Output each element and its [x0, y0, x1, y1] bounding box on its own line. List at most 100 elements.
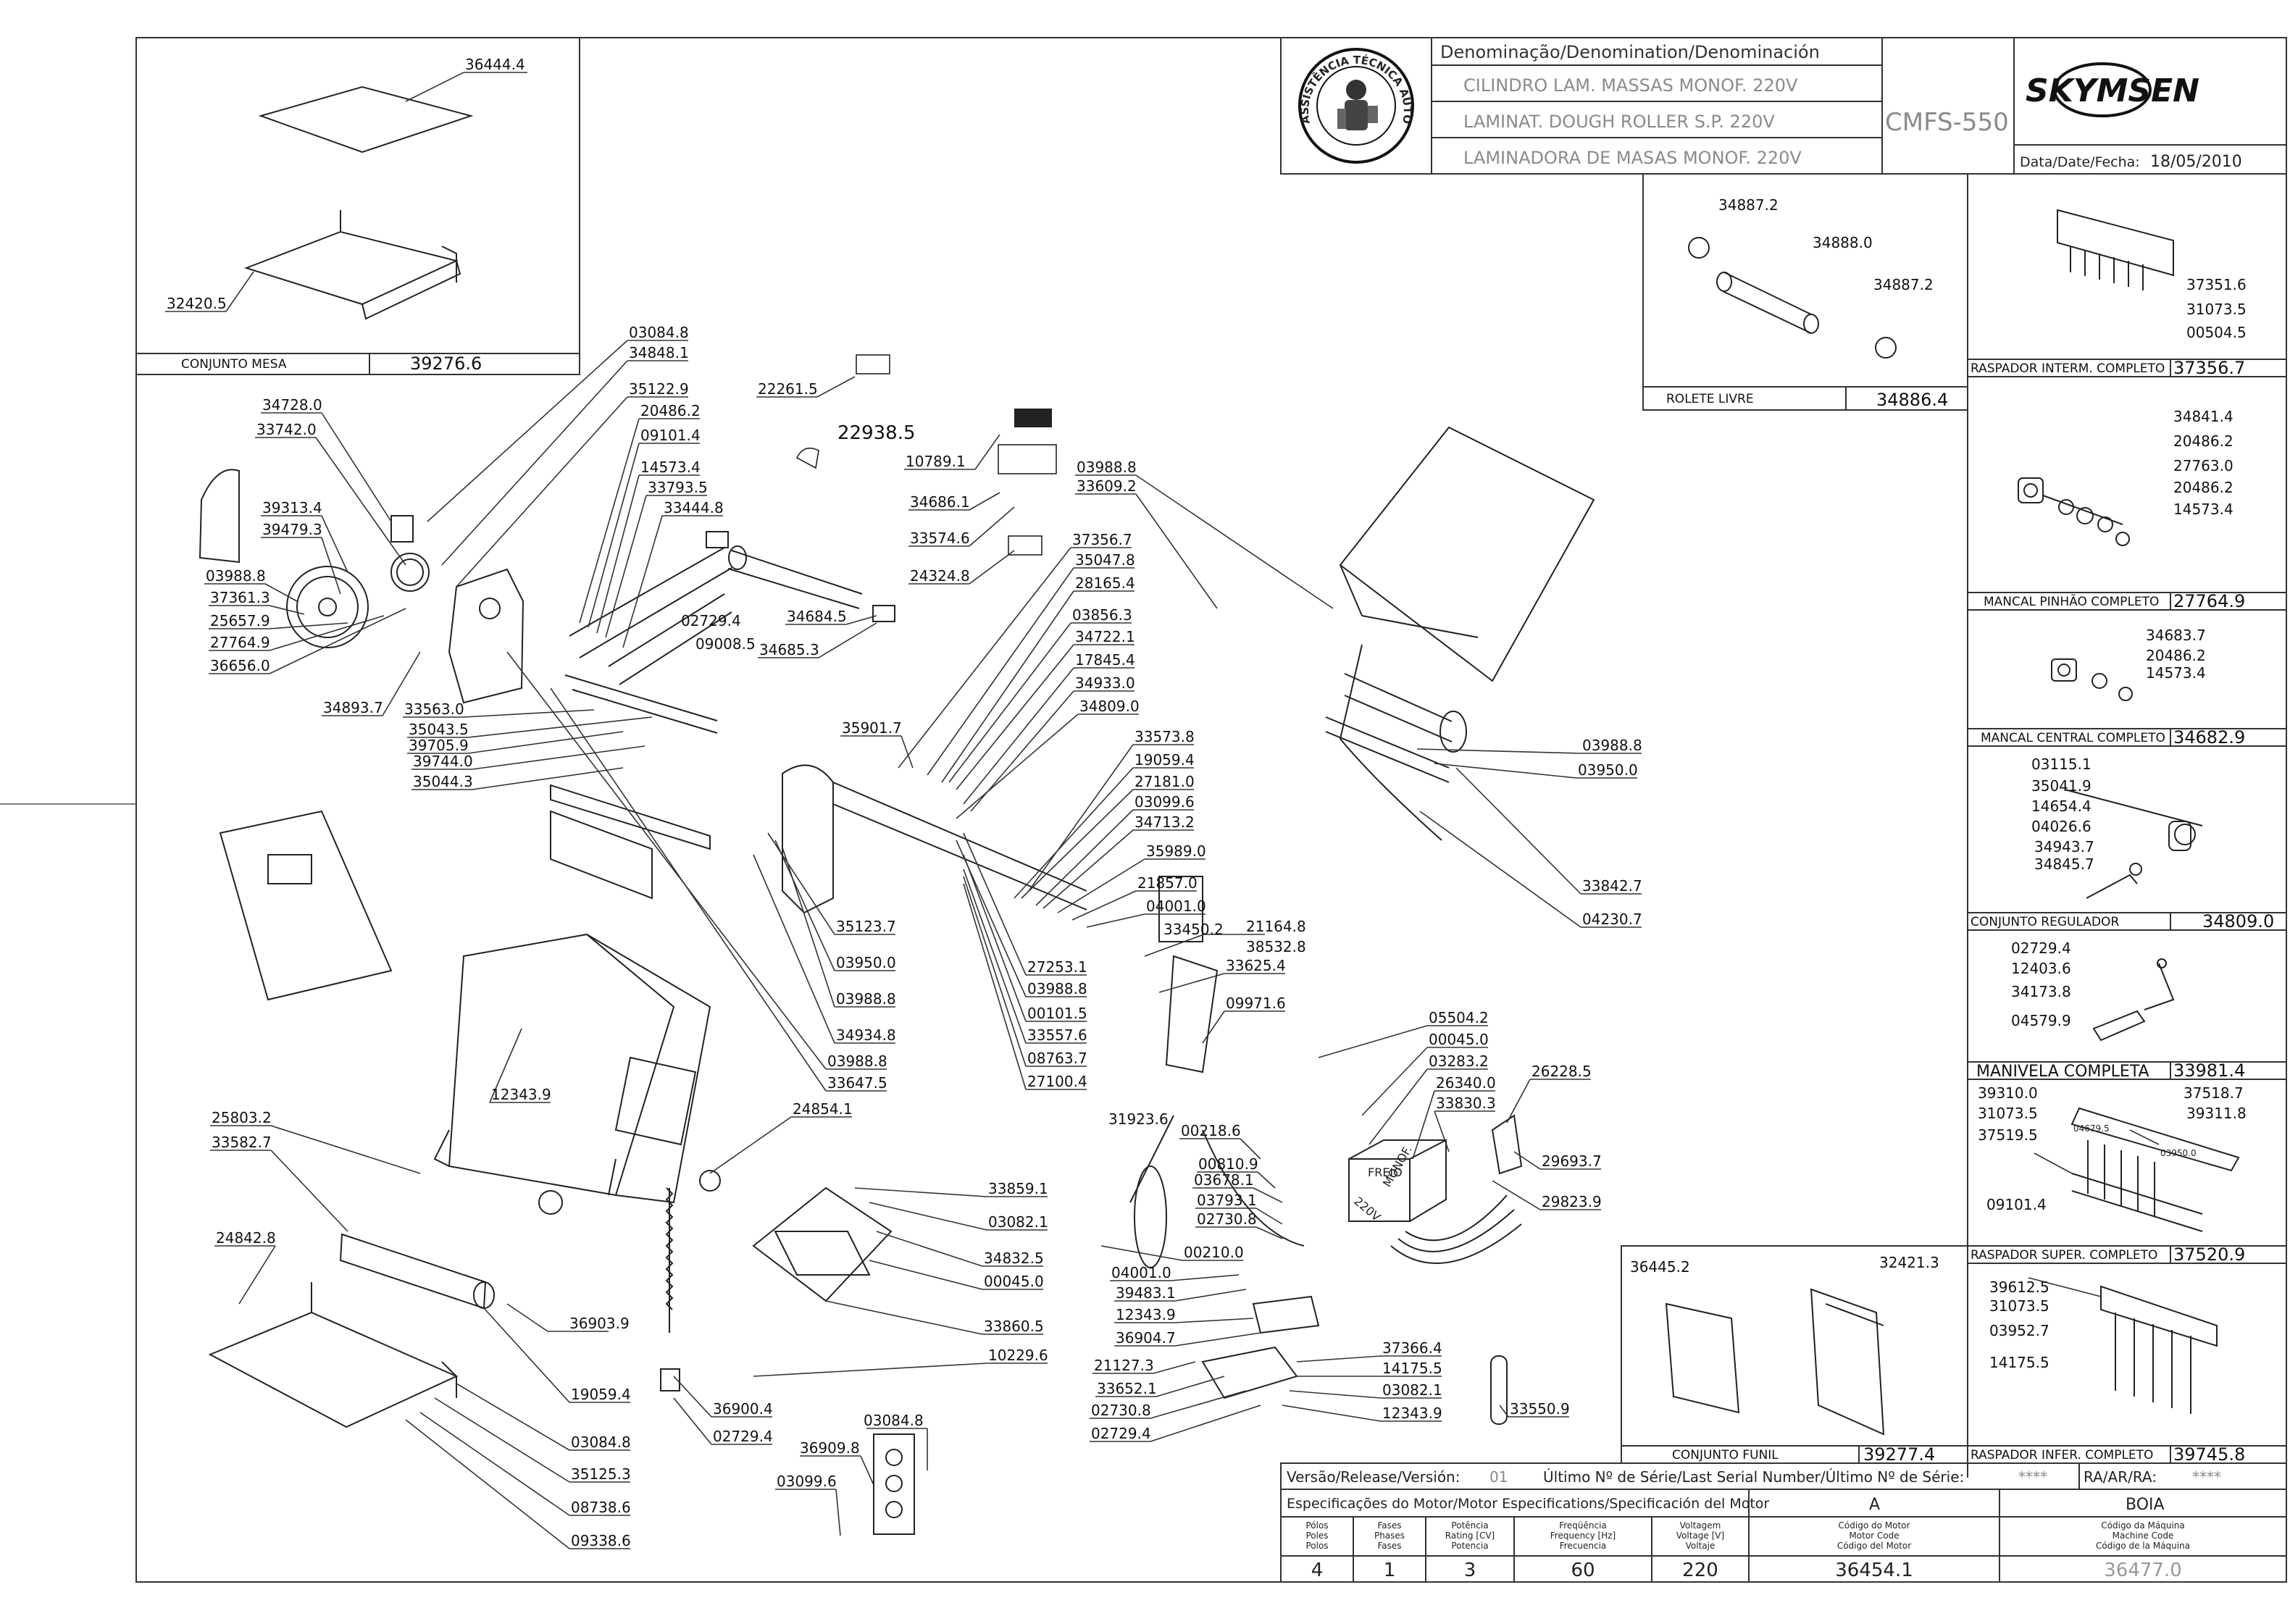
callouts-mancal-pinhao: 34841.4 20486.2 27763.0 20486.2 14573.4 [2173, 408, 2233, 518]
part-number: 02729.4 [2011, 939, 2071, 957]
part-number: 36444.4 [465, 56, 525, 73]
part-number: 35989.0 [1146, 842, 1206, 860]
callouts-main-mid: 35123.7 03950.0 03988.8 34934.8 03988.8 … [793, 918, 896, 1118]
name-pt: CILINDRO LAM. MASSAS MONOF. 220V [1463, 75, 1798, 96]
part-number: 33444.8 [664, 499, 724, 516]
motor-spec-value: 1 [1384, 1560, 1396, 1581]
part-number: 34686.1 [910, 493, 970, 511]
code-conjunto-funil: 39277.4 [1863, 1444, 1935, 1465]
date-value: 18/05/2010 [2150, 153, 2242, 171]
code-mancal-pinhao: 27764.9 [2173, 591, 2245, 611]
code-raspador-infer: 39745.8 [2173, 1444, 2245, 1465]
part-number: 03950.0 [836, 954, 896, 971]
motor-spec-label: Fases [1377, 1520, 1401, 1531]
serial-value: **** [2018, 1468, 2047, 1486]
part-number: 33830.3 [1436, 1094, 1496, 1112]
part-number: 33450.2 [1163, 921, 1224, 938]
motor-spec-label: Voltage [V] [1676, 1531, 1724, 1541]
part-number: 02729.4 [713, 1428, 773, 1445]
motor-spec-label: Código de la Máquina [2096, 1541, 2190, 1551]
motor-spec-label: Rating [CV] [1445, 1531, 1495, 1541]
code-raspador-super: 37520.9 [2173, 1244, 2245, 1265]
part-number: 03856.3 [1072, 606, 1132, 624]
part-number: 10229.6 [988, 1347, 1048, 1364]
callouts-manivela: 02729.4 12403.6 34173.8 04579.9 [2011, 939, 2071, 1029]
part-number: 25657.9 [210, 612, 270, 629]
part-number: 34713.2 [1134, 813, 1195, 831]
part-number: 21127.3 [1094, 1357, 1154, 1374]
part-number: 08738.6 [571, 1499, 631, 1516]
part-number: 34832.5 [984, 1250, 1044, 1267]
part-number: 35122.9 [629, 380, 689, 398]
title-block [1280, 37, 2287, 175]
part-number: 31923.6 [1108, 1110, 1169, 1128]
code-rolete-livre: 34886.4 [1876, 390, 1948, 410]
part-number: 03988.8 [827, 1052, 887, 1070]
part-number: 03988.8 [1027, 980, 1087, 997]
svg-text:ASSISTÊNCIA TÉCNICA AUTORIZADA: ASSISTÊNCIA TÉCNICA AUTORIZADA [0, 0, 1414, 125]
motor-spec-label: Voltaje [1686, 1541, 1716, 1551]
name-en: LAMINAT. DOUGH ROLLER S.P. 220V [1463, 112, 1775, 132]
part-number: 12343.9 [1382, 1405, 1442, 1422]
caption-conjunto-regulador: CONJUNTO REGULADOR [1971, 915, 2119, 929]
motor-spec-value: 60 [1571, 1560, 1595, 1581]
part-number: 00045.0 [984, 1273, 1044, 1290]
callout-leaders [165, 72, 2160, 1549]
part-number: 37351.6 [2186, 276, 2247, 293]
part-number: 33652.1 [1097, 1380, 1157, 1397]
part-number: 04001.0 [1146, 897, 1206, 915]
part-number: 35041.9 [2031, 777, 2091, 795]
part-number: 34893.7 [323, 699, 383, 716]
part-number: 37361.3 [210, 589, 270, 606]
code-manivela: 33981.4 [2173, 1060, 2245, 1081]
part-number: 27764.9 [210, 634, 270, 651]
part-number: 14175.5 [1382, 1360, 1442, 1377]
part-number: 00218.6 [1181, 1122, 1241, 1139]
part-number: 03950.0 [2160, 1148, 2197, 1158]
part-number: 25803.2 [212, 1109, 272, 1126]
part-number: 14573.4 [640, 459, 701, 476]
part-number: 26340.0 [1436, 1074, 1496, 1092]
motor-spec-label: Machine Code [2113, 1531, 2174, 1541]
part-number: 00810.9 [1198, 1155, 1258, 1173]
part-number: 34683.7 [2146, 627, 2206, 644]
part-number: 36900.4 [713, 1400, 773, 1418]
motor-spec-label: Pólos [1305, 1520, 1328, 1531]
model-code: CMFS-550 [1885, 108, 2009, 137]
motor-spec-label: Voltagem [1680, 1520, 1721, 1531]
part-number: 34722.1 [1075, 628, 1135, 645]
part-number: 34933.0 [1075, 674, 1135, 692]
part-number: 00045.0 [1429, 1031, 1489, 1048]
part-number: 03099.6 [777, 1473, 837, 1490]
caption-mancal-pinhao: MANCAL PINHÃO COMPLETO [1984, 593, 2159, 609]
part-number: 34887.2 [1718, 196, 1779, 214]
part-number: 03283.2 [1429, 1052, 1489, 1070]
part-number: 03952.7 [1989, 1322, 2049, 1339]
callouts-main-upper: 03084.8 34848.1 35122.9 20486.2 09101.4 … [629, 324, 724, 516]
motor-spec-label: Poles [1305, 1531, 1328, 1541]
part-number: 03988.8 [836, 990, 896, 1008]
part-number: 20486.2 [640, 402, 701, 419]
part-number: 33582.7 [212, 1134, 272, 1151]
callouts-funil: 36445.2 32421.3 [1630, 1254, 1939, 1276]
part-number: 33647.5 [827, 1074, 887, 1092]
part-line-art [199, 85, 2240, 1535]
code-mancal-central: 34682.9 [2173, 727, 2245, 748]
part-number: 34841.4 [2173, 408, 2233, 425]
part-number: 34809.0 [1079, 698, 1140, 715]
part-number: 02730.8 [1197, 1210, 1257, 1228]
part-number: 00210.0 [1184, 1244, 1244, 1261]
part-number: 03084.8 [571, 1433, 631, 1451]
part-number: 31073.5 [1978, 1105, 2038, 1122]
part-number: 14573.4 [2173, 501, 2233, 518]
callouts-raspador-interm: 37351.6 31073.5 00504.5 [2186, 276, 2247, 341]
part-number: 39483.1 [1116, 1284, 1176, 1302]
part-number: 33842.7 [1582, 877, 1642, 895]
motor-spec-value: 220 [1682, 1560, 1718, 1581]
part-number: 03793.1 [1197, 1192, 1257, 1209]
part-number: 09008.5 [695, 635, 756, 653]
part-number: 12403.6 [2011, 960, 2071, 977]
part-number: 03084.8 [864, 1412, 924, 1429]
